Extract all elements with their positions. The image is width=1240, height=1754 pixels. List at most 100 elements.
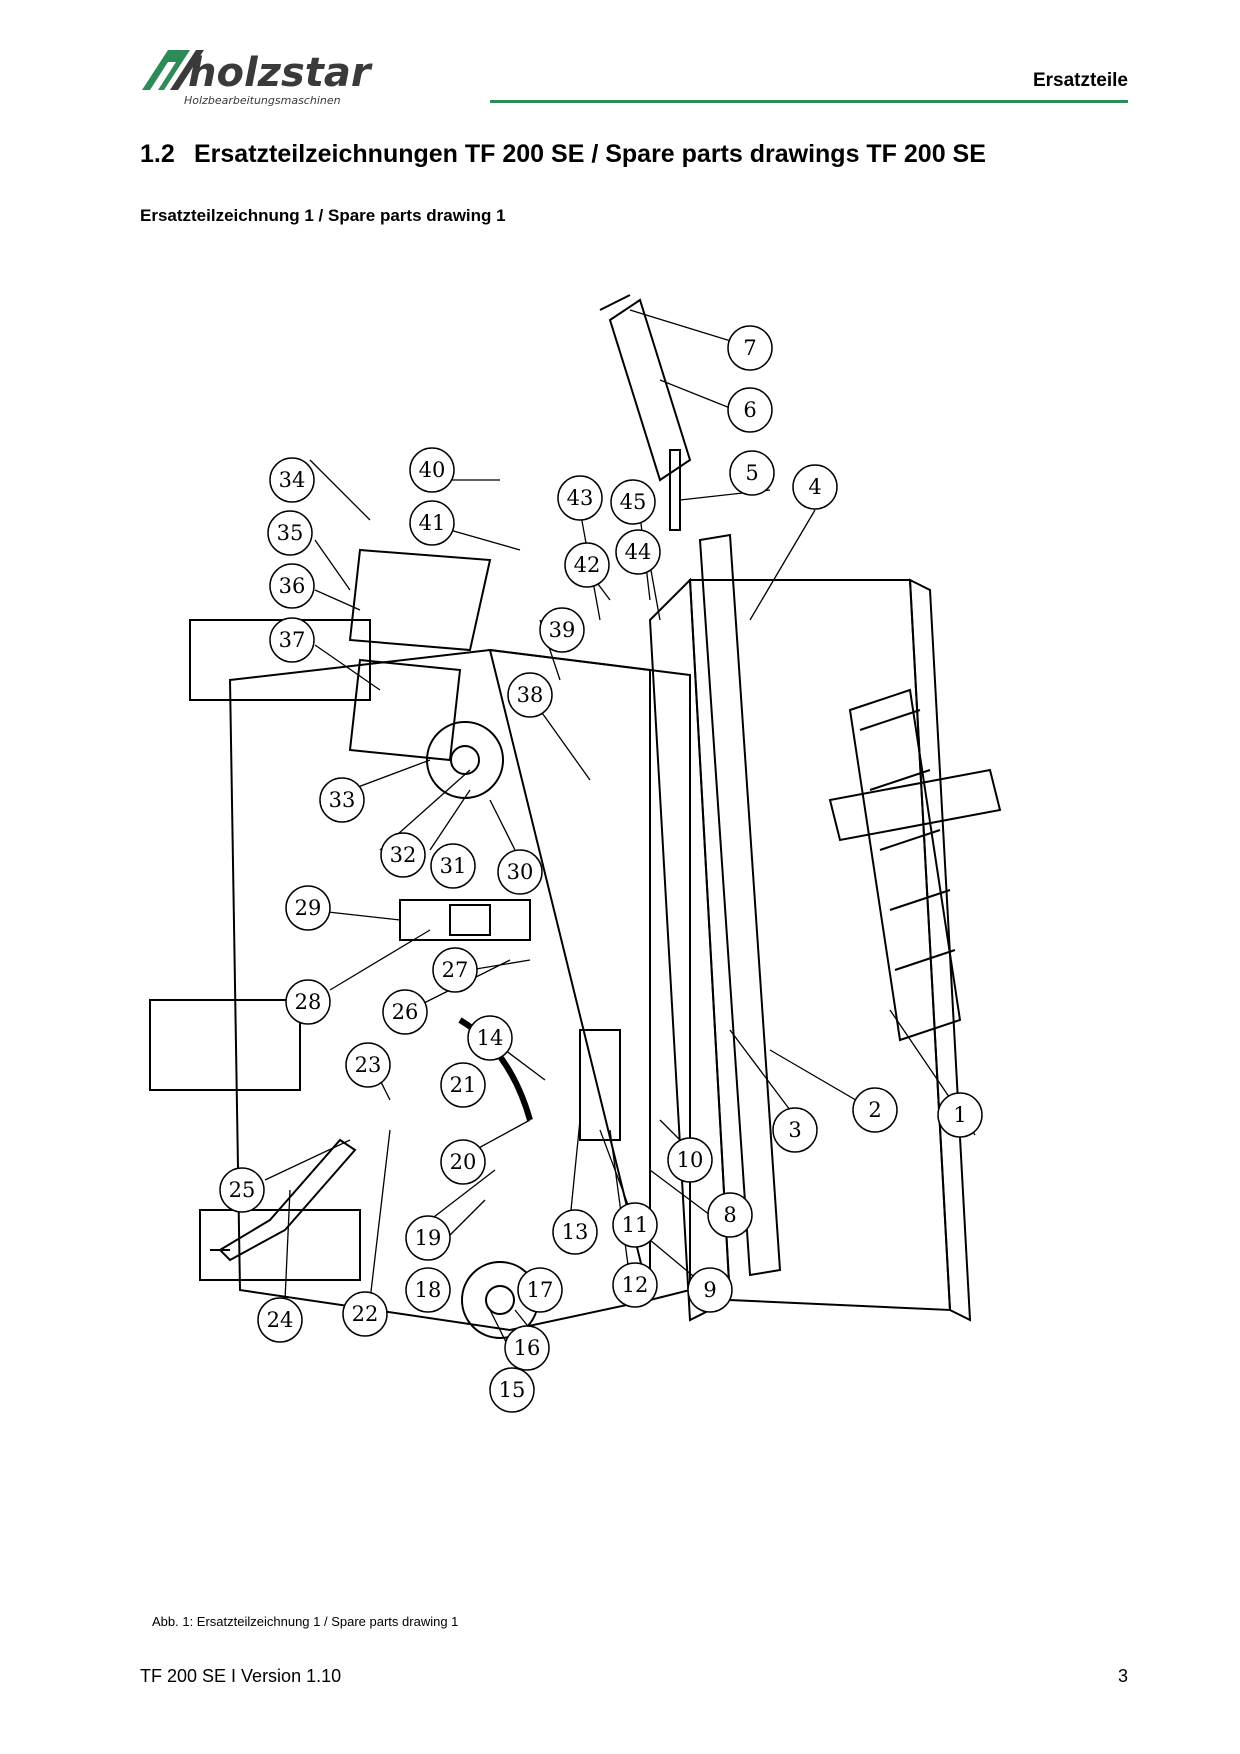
callout-12: 12 xyxy=(612,1262,658,1308)
callout-31: 31 xyxy=(430,843,476,889)
page-number: 3 xyxy=(1117,1666,1128,1686)
callout-42: 42 xyxy=(564,542,610,588)
callout-21: 21 xyxy=(440,1062,486,1108)
drawing-subtitle: Ersatzteilzeichnung 1 / Spare parts draw… xyxy=(140,206,506,225)
leader-lines xyxy=(264,309,976,1371)
callout-39: 39 xyxy=(539,607,585,653)
svg-text:3: 3 xyxy=(788,1118,801,1142)
callout-25: 25 xyxy=(219,1167,265,1213)
callout-7: 7 xyxy=(727,325,773,371)
svg-text:16: 16 xyxy=(514,1336,541,1360)
svg-text:40: 40 xyxy=(419,458,446,482)
figure-caption: Abb. 1: Ersatzteilzeichnung 1 / Spare pa… xyxy=(152,1614,459,1629)
svg-text:9: 9 xyxy=(703,1278,716,1302)
svg-text:45: 45 xyxy=(620,490,647,514)
callout-15: 15 xyxy=(489,1367,535,1413)
svg-text:7: 7 xyxy=(743,336,756,360)
callout-22: 22 xyxy=(342,1291,388,1337)
svg-text:8: 8 xyxy=(723,1203,736,1227)
callout-18: 18 xyxy=(405,1267,451,1313)
section-title-text: Ersatzteilzeichnungen TF 200 SE / Spare … xyxy=(194,140,986,168)
svg-text:17: 17 xyxy=(527,1278,554,1302)
svg-text:35: 35 xyxy=(277,521,304,545)
callout-labels: 1 2 3 4 5 6 7 8 9 10 11 12 13 14 15 16 1… xyxy=(219,325,983,1413)
svg-text:13: 13 xyxy=(562,1220,589,1244)
callout-2: 2 xyxy=(852,1087,898,1133)
callout-45: 45 xyxy=(610,479,656,525)
callout-20: 20 xyxy=(440,1139,486,1185)
svg-text:43: 43 xyxy=(567,486,594,510)
svg-text:42: 42 xyxy=(574,553,601,577)
svg-text:22: 22 xyxy=(352,1302,379,1326)
callout-9: 9 xyxy=(687,1267,733,1313)
callout-3: 3 xyxy=(772,1107,818,1153)
callout-10: 10 xyxy=(667,1137,713,1183)
callout-30: 30 xyxy=(497,849,543,895)
svg-text:21: 21 xyxy=(450,1073,477,1097)
svg-text:33: 33 xyxy=(329,788,356,812)
svg-text:4: 4 xyxy=(808,475,821,499)
brand-name: holzstar xyxy=(188,50,373,96)
svg-text:20: 20 xyxy=(450,1150,477,1174)
svg-text:36: 36 xyxy=(279,574,306,598)
callout-33: 33 xyxy=(319,777,365,823)
svg-text:41: 41 xyxy=(419,511,446,535)
svg-text:19: 19 xyxy=(415,1226,442,1250)
callout-11: 11 xyxy=(612,1202,658,1248)
section-label: Ersatzteile xyxy=(1032,70,1128,91)
callout-32: 32 xyxy=(380,832,426,878)
svg-text:29: 29 xyxy=(295,896,322,920)
svg-text:44: 44 xyxy=(625,540,652,564)
header-divider xyxy=(490,100,1128,103)
svg-text:24: 24 xyxy=(267,1308,294,1332)
footer-document: TF 200 SE I Version 1.10 xyxy=(140,1666,342,1686)
page-title: 1.2 Ersatzteilzeichnungen TF 200 SE / Spa… xyxy=(140,140,986,169)
callout-34: 34 xyxy=(269,457,315,503)
callout-41: 41 xyxy=(409,500,455,546)
svg-text:6: 6 xyxy=(743,398,756,422)
svg-text:14: 14 xyxy=(477,1026,504,1050)
callout-24: 24 xyxy=(257,1297,303,1343)
callout-36: 36 xyxy=(269,563,315,609)
callout-16: 16 xyxy=(504,1325,550,1371)
svg-text:38: 38 xyxy=(517,683,544,707)
callout-27: 27 xyxy=(432,947,478,993)
svg-text:39: 39 xyxy=(549,618,576,642)
svg-text:31: 31 xyxy=(440,854,467,878)
svg-text:25: 25 xyxy=(229,1178,256,1202)
svg-text:18: 18 xyxy=(415,1278,442,1302)
svg-text:27: 27 xyxy=(442,958,469,982)
brand-logo: holzstar Holzbearbeitungsmaschinen xyxy=(140,44,420,108)
callout-17: 17 xyxy=(517,1267,563,1313)
callout-35: 35 xyxy=(267,510,313,556)
callout-37: 37 xyxy=(269,617,315,663)
callout-14: 14 xyxy=(467,1015,513,1061)
svg-text:2: 2 xyxy=(868,1098,881,1122)
svg-text:37: 37 xyxy=(279,628,306,652)
holzstar-logo-icon: holzstar Holzbearbeitungsmaschinen xyxy=(142,50,373,107)
machine-outline xyxy=(149,294,1002,1339)
callout-13: 13 xyxy=(552,1209,598,1255)
svg-text:1: 1 xyxy=(953,1103,966,1127)
callout-4: 4 xyxy=(792,464,838,510)
svg-text:26: 26 xyxy=(392,1000,419,1024)
spare-parts-drawing: 1 2 3 4 5 6 7 8 9 10 11 12 13 14 15 16 1… xyxy=(130,290,1130,1590)
svg-text:28: 28 xyxy=(295,990,322,1014)
callout-38: 38 xyxy=(507,672,553,718)
svg-text:15: 15 xyxy=(499,1378,526,1402)
svg-text:34: 34 xyxy=(279,468,306,492)
svg-text:32: 32 xyxy=(390,843,417,867)
svg-text:12: 12 xyxy=(622,1273,649,1297)
callout-40: 40 xyxy=(409,447,455,493)
section-number: 1.2 xyxy=(140,140,175,168)
svg-text:30: 30 xyxy=(507,860,534,884)
svg-text:10: 10 xyxy=(677,1148,704,1172)
brand-tagline: Holzbearbeitungsmaschinen xyxy=(184,94,341,107)
callout-6: 6 xyxy=(727,387,773,433)
svg-text:23: 23 xyxy=(355,1053,382,1077)
callout-44: 44 xyxy=(615,529,661,575)
callout-5: 5 xyxy=(729,450,775,496)
callout-43: 43 xyxy=(557,475,603,521)
machine-exploded-view: 1 2 3 4 5 6 7 8 9 10 11 12 13 14 15 16 1… xyxy=(149,294,1002,1413)
callout-26: 26 xyxy=(382,989,428,1035)
